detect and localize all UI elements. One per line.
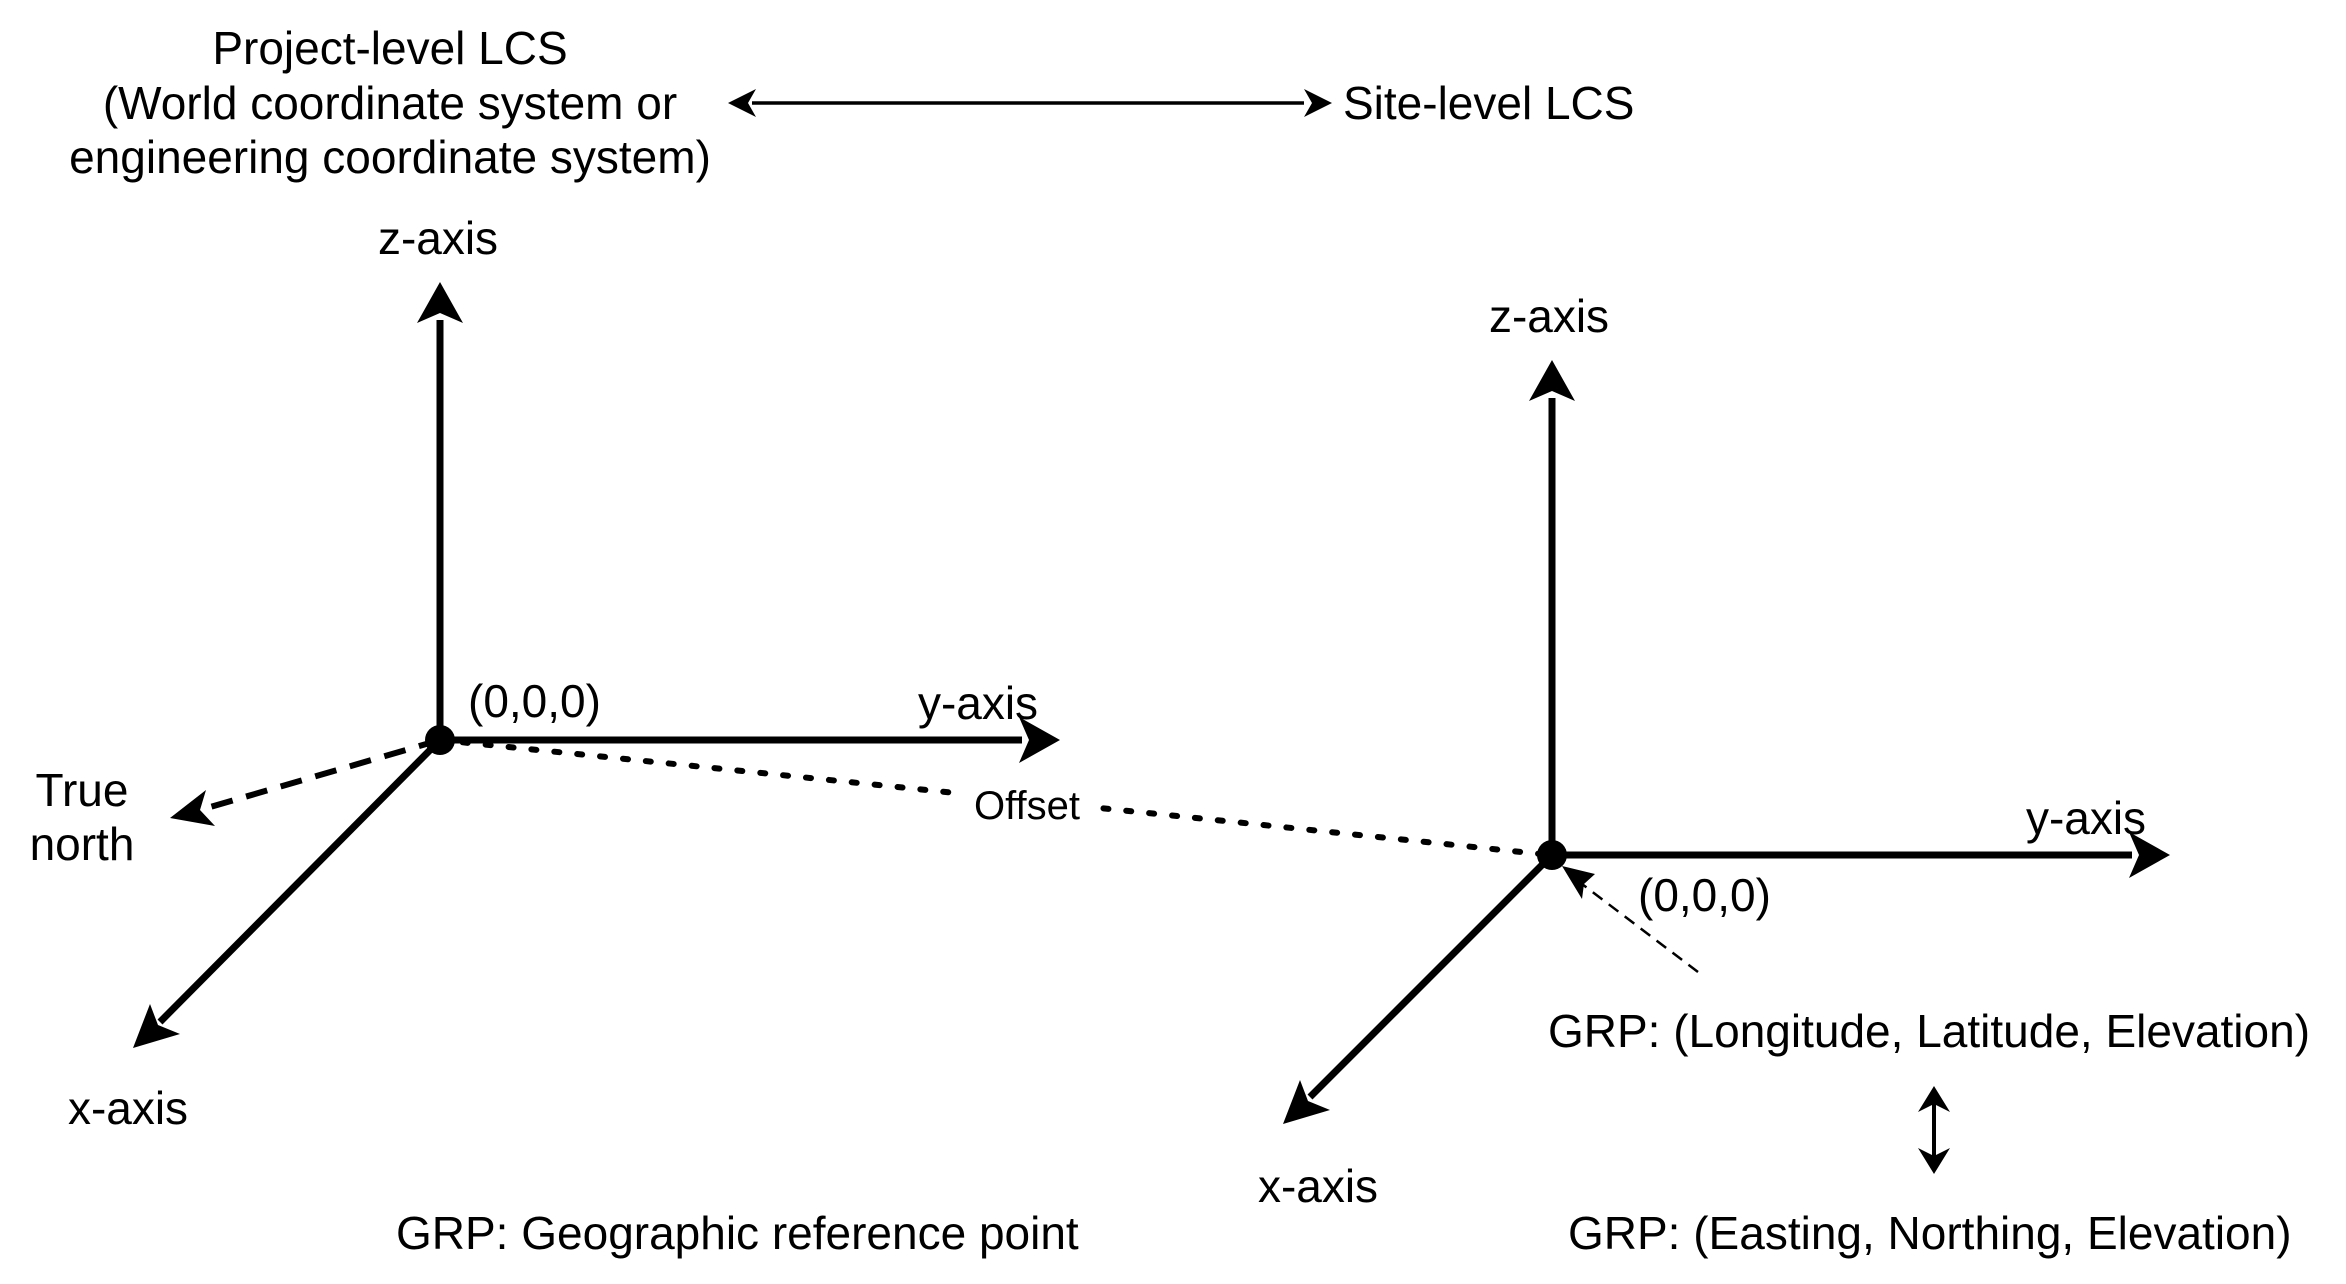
project-y-axis-label: y-axis — [918, 677, 1038, 729]
site-y-axis-label: y-axis — [2026, 792, 2146, 844]
project-lcs-title-line2: (World coordinate system or — [103, 77, 677, 129]
true-north-dashed-arrow — [170, 737, 441, 826]
site-z-axis-label: z-axis — [1489, 290, 1609, 342]
grp-projected-label: GRP: (Easting, Northing, Elevation) — [1568, 1207, 2292, 1259]
project-origin-label: (0,0,0) — [468, 675, 601, 727]
grp-geographic-label: GRP: (Longitude, Latitude, Elevation) — [1548, 1005, 2310, 1057]
site-x-axis-arrow — [1283, 852, 1555, 1124]
project-y-axis-arrow — [440, 717, 1060, 763]
true-north-label-line2: north — [30, 818, 135, 870]
grp-legend-label: GRP: Geographic reference point — [396, 1207, 1079, 1259]
site-lcs-title: Site-level LCS — [1343, 77, 1634, 129]
project-lcs-title-line3: engineering coordinate system) — [69, 131, 711, 183]
site-x-axis-label: x-axis — [1258, 1160, 1378, 1212]
site-origin-label: (0,0,0) — [1638, 869, 1771, 921]
project-lcs-title-line1: Project-level LCS — [212, 22, 567, 74]
offset-dotted-line: Offset — [437, 737, 1553, 858]
project-x-axis-arrow — [133, 737, 443, 1048]
offset-label: Offset — [974, 784, 1080, 828]
site-z-axis-arrow — [1529, 360, 1575, 855]
project-z-axis-arrow — [417, 282, 463, 740]
grp-pointer-dashed-arrow — [1562, 866, 1699, 973]
project-coordinate-system: z-axis y-axis x-axis (0,0,0) True north — [30, 212, 1060, 1134]
true-north-label-line1: True — [36, 764, 129, 816]
lcs-relation-double-arrow — [728, 89, 1332, 117]
site-origin-point — [1537, 840, 1567, 870]
site-coordinate-system: z-axis y-axis x-axis (0,0,0) — [1258, 290, 2170, 1212]
grp-conversion-double-arrow — [1918, 1086, 1950, 1174]
project-z-axis-label: z-axis — [378, 212, 498, 264]
site-y-axis-arrow — [1552, 832, 2170, 878]
project-x-axis-label: x-axis — [68, 1082, 188, 1134]
